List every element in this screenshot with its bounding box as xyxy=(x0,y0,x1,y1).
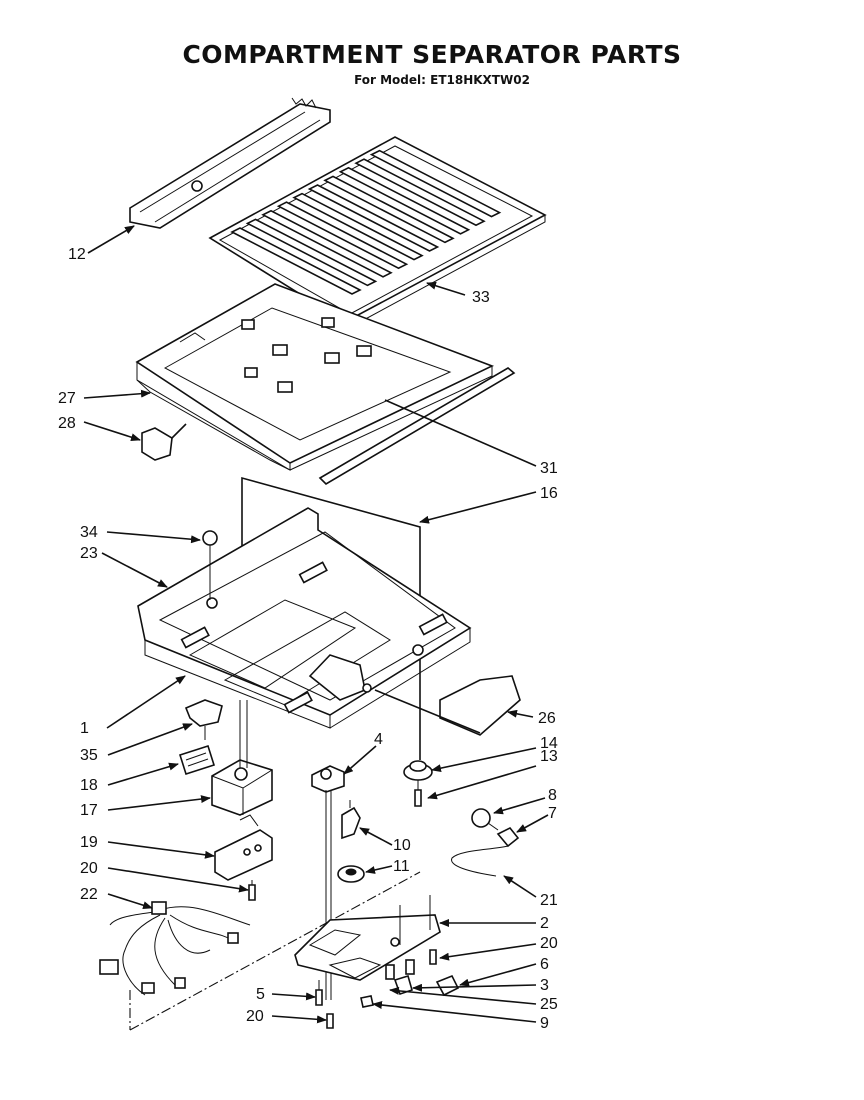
part-8-bulb xyxy=(471,808,499,831)
part-34-screw xyxy=(202,530,218,600)
callout-31: 31 xyxy=(540,460,558,477)
callout-19: 19 xyxy=(80,834,98,851)
callout-1: 1 xyxy=(80,720,89,737)
callout-33: 33 xyxy=(472,289,490,306)
part-12-rail-bracket xyxy=(129,97,331,229)
grille-slat xyxy=(369,149,502,218)
part-18-small-grille xyxy=(178,744,216,776)
part-9-pin xyxy=(360,995,374,1008)
part-20-screw-c xyxy=(326,1013,334,1029)
part-10-switch xyxy=(341,800,361,840)
callout-23: 23 xyxy=(80,545,98,562)
part-26-insulation xyxy=(439,675,521,736)
part-13-screw xyxy=(414,780,422,807)
grille-slat xyxy=(323,175,455,244)
callout-20: 20 xyxy=(246,1008,264,1025)
part-2-housing-tray xyxy=(294,895,441,981)
grille-slat xyxy=(261,209,393,278)
grille-slat xyxy=(230,227,362,295)
part-11-knob xyxy=(337,865,365,883)
callout-3: 3 xyxy=(540,977,549,994)
diagram-title: COMPARTMENT SEPARATOR PARTS xyxy=(182,40,682,69)
callout-4: 4 xyxy=(374,731,383,748)
part-27-separator-frame xyxy=(135,283,495,471)
callout-5: 5 xyxy=(256,986,265,1003)
part-14-damper xyxy=(403,760,433,781)
callout-16: 16 xyxy=(540,485,558,502)
callout-2: 2 xyxy=(540,915,549,932)
grille-slat xyxy=(292,192,424,261)
callout-20: 20 xyxy=(540,935,558,952)
callout-27: 27 xyxy=(58,390,76,407)
callout-17: 17 xyxy=(80,802,98,819)
callout-25: 25 xyxy=(540,996,558,1013)
part-5-screw xyxy=(315,980,323,1006)
callout-12: 12 xyxy=(68,246,86,263)
part-31-strip xyxy=(318,367,516,486)
callout-9: 9 xyxy=(540,1015,549,1032)
callout-21: 21 xyxy=(540,892,558,909)
part-28-pad xyxy=(141,427,173,461)
part-25-grommet xyxy=(385,959,415,980)
callout-8: 8 xyxy=(548,787,557,804)
part-22-wire-harness xyxy=(99,871,421,1031)
part-20-screw-b xyxy=(429,949,437,965)
part-20-screw-a xyxy=(248,880,256,901)
part-17-housing xyxy=(211,700,273,816)
callout-13: 13 xyxy=(540,748,558,765)
callout-34: 34 xyxy=(80,524,98,541)
part-21-socket-wire xyxy=(451,845,509,877)
callout-10: 10 xyxy=(393,837,411,854)
callout-14: 14 xyxy=(540,735,558,752)
grille-slat xyxy=(245,218,378,287)
callout-18: 18 xyxy=(80,777,98,794)
part-7-socket xyxy=(496,826,520,848)
callout-22: 22 xyxy=(80,886,98,903)
callout-35: 35 xyxy=(80,747,98,764)
model-subtitle: For Model: ET18HKXTW02 xyxy=(354,73,530,87)
callout-20: 20 xyxy=(80,860,98,877)
callout-28: 28 xyxy=(58,415,76,432)
grille-slat xyxy=(338,166,471,235)
part-23-separator-panel xyxy=(137,507,472,729)
callout-7: 7 xyxy=(548,805,557,822)
callout-11: 11 xyxy=(393,858,410,875)
leader-lines xyxy=(83,225,549,1024)
part-35-clip xyxy=(184,699,223,740)
grille-slat xyxy=(307,184,440,252)
grille-slat xyxy=(354,158,486,227)
callout-6: 6 xyxy=(540,956,549,973)
part-6-connector xyxy=(435,974,460,997)
grille-slat xyxy=(276,201,409,270)
part-19-control-bracket xyxy=(214,814,273,881)
callout-26: 26 xyxy=(538,710,556,727)
part-33-grille-cover xyxy=(208,136,547,331)
